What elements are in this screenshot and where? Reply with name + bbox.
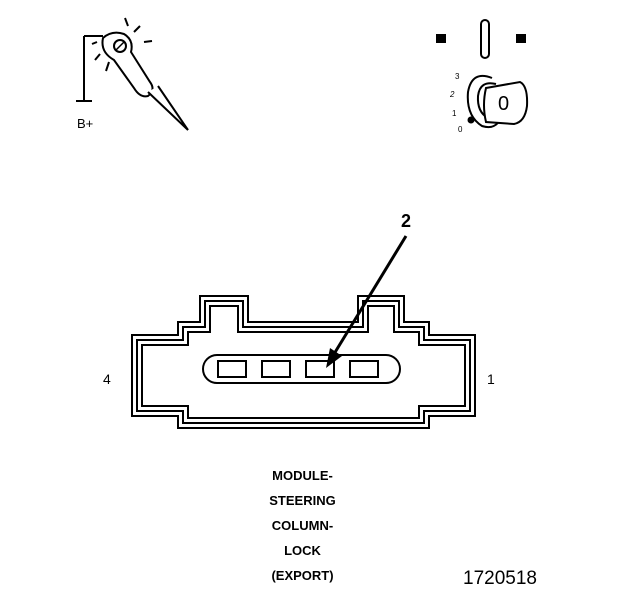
terminal-2 [305, 360, 335, 378]
callout-number: 2 [401, 211, 412, 231]
pin-label-left: 4 [103, 371, 111, 387]
pin-carrier [202, 354, 401, 384]
ignition-position-1: 1 [452, 109, 457, 118]
ignition-position-0: 0 [458, 125, 463, 134]
pin-label-right: 1 [487, 371, 495, 387]
caption-line: (EXPORT) [271, 568, 334, 583]
caption-line: COLUMN- [271, 518, 334, 533]
test-light-probe-icon [76, 17, 189, 131]
terminal-3 [261, 360, 291, 378]
caption-line: LOCK [284, 543, 321, 558]
terminal-4 [217, 360, 247, 378]
terminal-1 [349, 360, 379, 378]
caption-line: STEERING [269, 493, 336, 508]
caption-line: MODULE- [272, 468, 333, 483]
callout-arrow [326, 235, 408, 368]
connector-caption: MODULE- STEERING COLUMN- LOCK (EXPORT) [0, 463, 605, 588]
figure-id: 1720518 [463, 568, 537, 589]
ignition-position-3: 3 [455, 72, 460, 81]
ignition-switch-icon [436, 19, 529, 129]
ignition-key-label: 0 [498, 93, 510, 115]
connector-housing [131, 295, 476, 429]
probe-ground-label: B+ [77, 116, 94, 131]
ignition-position-2: 2 [450, 90, 455, 99]
